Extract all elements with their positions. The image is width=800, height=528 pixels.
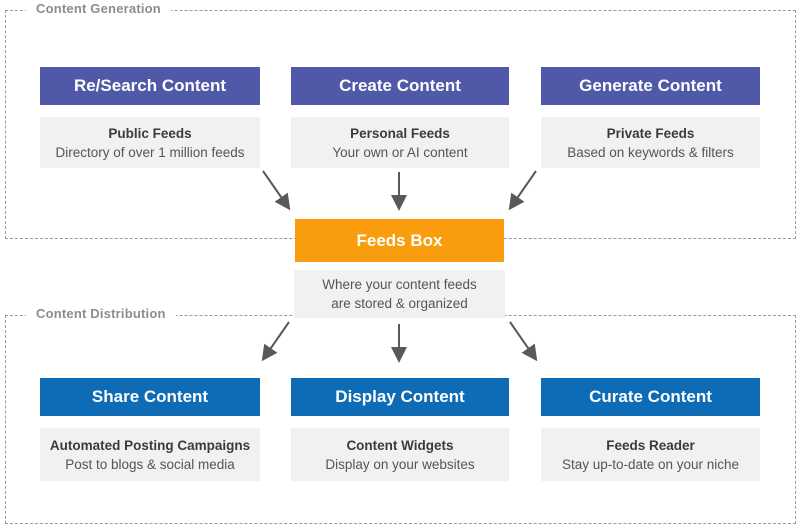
curate-content-subtitle: Feeds Reader bbox=[606, 437, 695, 453]
research-content-box: Re/Search Content bbox=[40, 67, 260, 105]
feeds-box-desc-line2: are stored & organized bbox=[331, 296, 468, 311]
private-feeds-desc: Private Feeds Based on keywords & filter… bbox=[541, 117, 760, 168]
share-content-text: Post to blogs & social media bbox=[65, 456, 235, 472]
display-content-desc: Content Widgets Display on your websites bbox=[291, 428, 509, 481]
public-feeds-desc: Public Feeds Directory of over 1 million… bbox=[40, 117, 260, 168]
content-distribution-label: Content Distribution bbox=[26, 306, 176, 321]
feeds-box-desc-line1: Where your content feeds bbox=[322, 277, 477, 292]
generate-content-title: Generate Content bbox=[579, 76, 722, 95]
curate-content-desc: Feeds Reader Stay up-to-date on your nic… bbox=[541, 428, 760, 481]
content-distribution-section: Content Distribution bbox=[5, 306, 796, 524]
public-feeds-subtitle: Public Feeds bbox=[108, 125, 192, 141]
private-feeds-subtitle: Private Feeds bbox=[606, 125, 695, 141]
content-generation-label: Content Generation bbox=[26, 1, 171, 16]
public-feeds-text: Directory of over 1 million feeds bbox=[55, 144, 245, 160]
display-content-subtitle: Content Widgets bbox=[346, 437, 454, 453]
personal-feeds-desc: Personal Feeds Your own or AI content bbox=[291, 117, 509, 168]
private-feeds-text: Based on keywords & filters bbox=[567, 144, 734, 160]
display-content-text: Display on your websites bbox=[325, 456, 475, 472]
create-content-box: Create Content bbox=[291, 67, 509, 105]
share-content-title: Share Content bbox=[91, 387, 209, 406]
feeds-box-title: Feeds Box bbox=[356, 230, 443, 250]
research-content-title: Re/Search Content bbox=[73, 76, 227, 95]
display-content-title: Display Content bbox=[335, 387, 465, 406]
personal-feeds-text: Your own or AI content bbox=[332, 144, 468, 160]
curate-content-box: Curate Content bbox=[541, 378, 760, 416]
share-content-box: Share Content bbox=[40, 378, 260, 416]
feeds-box: Feeds Box bbox=[295, 219, 504, 262]
display-content-box: Display Content bbox=[291, 378, 509, 416]
personal-feeds-subtitle: Personal Feeds bbox=[350, 125, 450, 141]
share-content-subtitle: Automated Posting Campaigns bbox=[49, 437, 251, 453]
curate-content-text: Stay up-to-date on your niche bbox=[561, 456, 740, 472]
generate-content-box: Generate Content bbox=[541, 67, 760, 105]
curate-content-title: Curate Content bbox=[589, 387, 712, 406]
share-content-desc: Automated Posting Campaigns Post to blog… bbox=[40, 428, 260, 481]
create-content-title: Create Content bbox=[339, 76, 461, 95]
feeds-box-desc: Where your content feeds are stored & or… bbox=[294, 270, 505, 318]
